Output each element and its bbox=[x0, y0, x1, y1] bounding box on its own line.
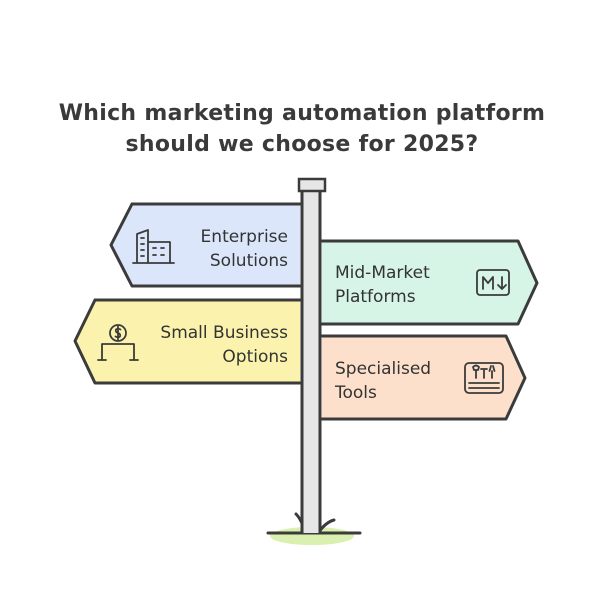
small-business-label-line-2: Options bbox=[222, 347, 288, 367]
specialised-label-line-1: Specialised bbox=[335, 359, 431, 379]
enterprise-label-line-1: Enterprise bbox=[201, 227, 288, 247]
sign-specialised-tools: Specialised Tools bbox=[320, 334, 527, 421]
title: Which marketing automation platform shou… bbox=[59, 101, 546, 157]
office-buildings-icon bbox=[132, 229, 175, 264]
mid-market-label-line-1: Mid-Market bbox=[335, 263, 430, 283]
markdown-icon bbox=[476, 269, 510, 296]
sign-mid-market-platforms: Mid-Market Platforms bbox=[320, 239, 539, 326]
title-line-1: Which marketing automation platform bbox=[59, 101, 546, 126]
pole-cap bbox=[297, 177, 327, 193]
small-business-label-line-1: Small Business bbox=[160, 323, 288, 343]
sign-small-business-options: Small Business Options bbox=[73, 298, 302, 385]
title-line-2: should we choose for 2025? bbox=[126, 132, 479, 157]
toolbox-icon bbox=[464, 362, 504, 394]
mid-market-label-line-2: Platforms bbox=[335, 287, 416, 307]
money-box-icon bbox=[97, 324, 139, 361]
signpost-pole bbox=[297, 177, 327, 535]
enterprise-label-line-2: Solutions bbox=[210, 251, 288, 271]
specialised-label-line-2: Tools bbox=[334, 383, 377, 403]
sign-enterprise-solutions: Enterprise Solutions bbox=[109, 202, 302, 288]
